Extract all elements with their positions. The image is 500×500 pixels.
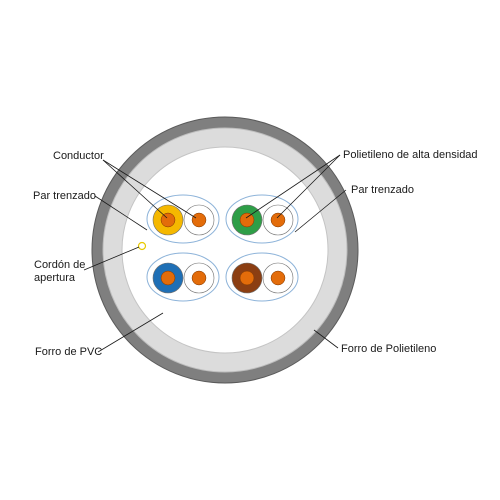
blue-pair <box>146 252 220 302</box>
cable-core <box>121 146 329 354</box>
label-conductor: Conductor <box>53 150 104 162</box>
label-forro-polietileno: Forro de Polietileno <box>341 343 436 355</box>
twisted-pairs <box>146 194 299 302</box>
orange-pair <box>146 194 220 244</box>
pair-twist-outline <box>146 194 220 244</box>
conductor <box>239 212 255 228</box>
conductor <box>191 270 207 286</box>
ripcord <box>137 241 147 251</box>
label-par-trenzado-left: Par trenzado <box>33 190 96 202</box>
conductor <box>270 212 286 228</box>
conductor <box>160 270 176 286</box>
conductor <box>270 270 286 286</box>
pair-twist-outline <box>225 194 299 244</box>
label-cordon-line2: apertura <box>34 272 76 284</box>
label-forro-pvc: Forro de PVC <box>35 346 102 358</box>
conductor <box>239 270 255 286</box>
pair-twist-outline <box>225 252 299 302</box>
leader-lines <box>83 154 347 353</box>
label-cordon-line1: Cordón de <box>34 259 85 271</box>
pair-twist-outline <box>146 252 220 302</box>
label-polietileno-alta-densidad: Polietileno de alta densidad <box>343 149 478 161</box>
brown-pair <box>225 252 299 302</box>
conductor <box>191 212 207 228</box>
conductor <box>160 212 176 228</box>
label-par-trenzado-right: Par trenzado <box>351 184 414 196</box>
